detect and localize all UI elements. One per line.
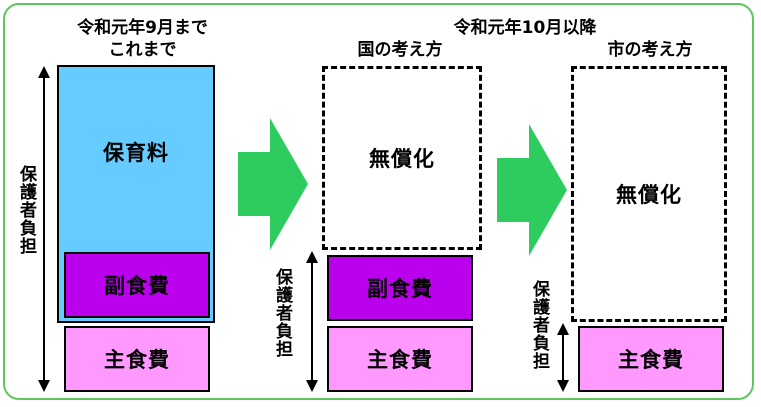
national-staple-box: 主食費: [327, 326, 473, 392]
left-heading-line1: 令和元年9月まで: [77, 18, 208, 38]
right-arrow-icon: [238, 118, 308, 250]
city-staple-label: 主食費: [618, 348, 684, 372]
national-heading: 国の考え方: [357, 40, 443, 60]
diagram-frame: [3, 3, 754, 400]
childcare-fee-label: 保育料: [103, 141, 169, 165]
left-burden-label: 保護者負担: [16, 165, 36, 255]
city-staple-box: 主食費: [578, 326, 724, 392]
national-free-box: 無償化: [322, 66, 482, 250]
city-burden-label: 保護者負担: [529, 280, 549, 370]
left-staple-label: 主食費: [104, 348, 170, 372]
double-arrow-icon: [306, 251, 318, 392]
national-staple-label: 主食費: [367, 348, 433, 372]
left-side-dish-box: 副食費: [64, 252, 210, 318]
right-heading: 令和元年10月以降: [453, 18, 597, 38]
city-free-box: 無償化: [571, 66, 727, 322]
national-side-dish-box: 副食費: [327, 255, 473, 321]
left-side-dish-label: 副食費: [104, 274, 170, 298]
city-free-label: 無償化: [616, 183, 682, 207]
city-heading: 市の考え方: [607, 40, 693, 60]
left-heading-line2: これまで: [108, 40, 177, 60]
national-burden-label: 保護者負担: [272, 268, 292, 358]
left-staple-box: 主食費: [64, 326, 210, 392]
double-arrow-icon: [557, 323, 569, 392]
double-arrow-icon: [38, 66, 50, 392]
national-free-label: 無償化: [369, 147, 435, 171]
right-arrow-icon: [497, 124, 567, 256]
national-side-dish-label: 副食費: [367, 277, 433, 301]
